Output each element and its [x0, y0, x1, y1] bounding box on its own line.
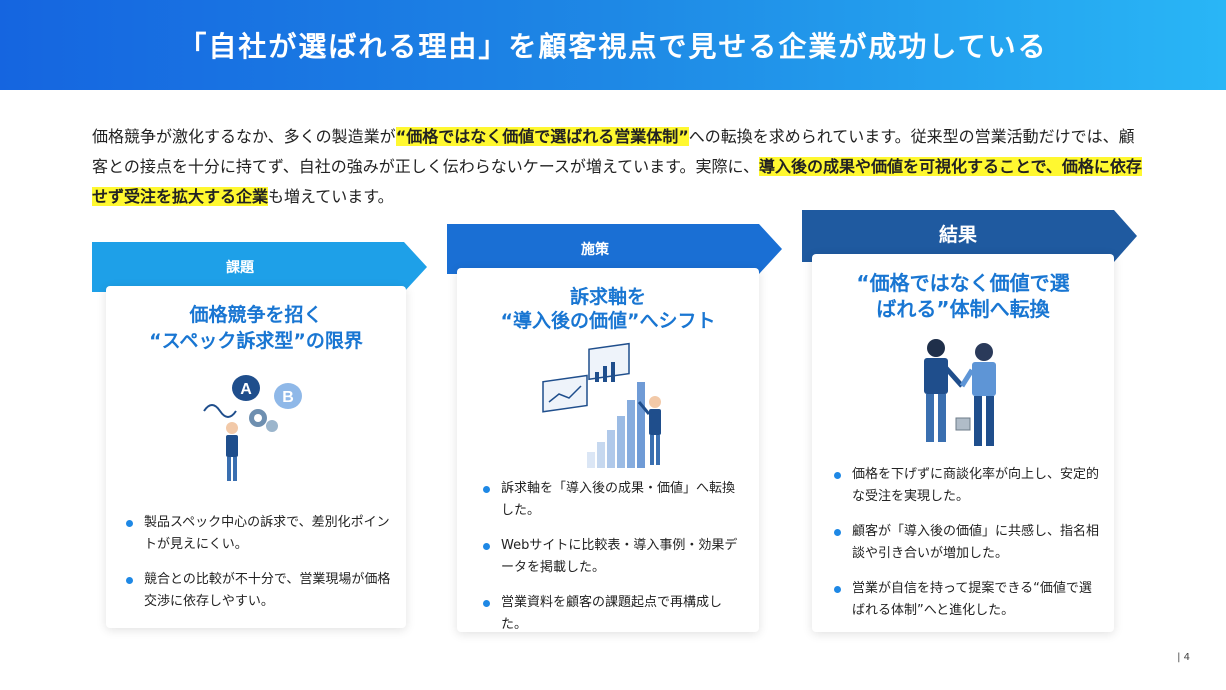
person-analyzing-charts-icon — [542, 342, 661, 468]
action-bullet-1: 訴求軸を「導入後の成果・価値」へ転換した。 — [483, 478, 745, 522]
page-title: 「自社が選ばれる理由」を顧客視点で見せる企業が成功している — [178, 30, 1048, 63]
svg-text:A: A — [240, 381, 252, 398]
action-tab-label: 施策 — [581, 242, 609, 258]
issue-title-line1: 価格競争を招く — [189, 304, 323, 326]
column-result: 結果 “価格ではなく価値で選 ばれる”体制へ転換 価格を下げずに商談化率が向上し… — [802, 210, 1137, 634]
result-bullet-2: 顧客が「導入後の価値」に共感し、指名相談や引き合いが増加した。 — [834, 521, 1104, 565]
action-title-line2: “導入後の価値”へシフト — [500, 310, 716, 332]
svg-text:B: B — [282, 389, 294, 406]
action-tab-arrow — [447, 224, 782, 274]
result-panel: “価格ではなく価値で選 ばれる”体制へ転換 価格を下げずに商談化率が向上し、安定… — [812, 254, 1114, 632]
issue-tab-arrow — [92, 242, 427, 292]
issue-bullets: 製品スペック中心の訴求で、差別化ポイントが見えにくい。 競合との比較が不十分で、… — [126, 512, 394, 626]
issue-panel: 価格競争を招く “スペック訴求型”の限界 A B 製品スペック中心の訴求で、差別… — [106, 286, 406, 628]
person-thinking-ab-gears-icon: A B — [203, 375, 302, 481]
column-issue: 課題 価格競争を招く “スペック訴求型”の限界 A B 製品スペック中心の訴求で… — [92, 242, 427, 637]
intro-paragraph: 価格競争が激化するなか、多くの製造業が“価格ではなく価値で選ばれる営業体制”への… — [92, 122, 1142, 212]
intro-text-2: への転換を求められています。従来型の営業活動だけでは、顧客との接点を十分に持てず… — [92, 127, 1135, 176]
page-number: | 4 — [1177, 652, 1190, 663]
result-tab-arrow — [802, 210, 1137, 262]
result-bullet-1: 価格を下げずに商談化率が向上し、安定的な受注を実現した。 — [834, 464, 1104, 508]
action-panel: 訴求軸を “導入後の価値”へシフト 訴求軸を「導入後の成果・価値」へ転換した。 … — [457, 268, 759, 632]
issue-tab-label: 課題 — [226, 260, 254, 276]
result-title-line1: “価格ではなく価値で選 — [856, 271, 1070, 295]
action-bullet-3: 営業資料を顧客の課題起点で再構成した。 — [483, 592, 745, 636]
intro-text-3: も増えています。 — [268, 187, 394, 206]
result-bullets: 価格を下げずに商談化率が向上し、安定的な受注を実現した。 顧客が「導入後の価値」… — [834, 464, 1104, 635]
action-bullet-2: Webサイトに比較表・導入事例・効果データを掲載した。 — [483, 535, 745, 579]
result-bullet-3: 営業が自信を持って提案できる“価値で選ばれる体制”へと進化した。 — [834, 578, 1104, 622]
intro-highlight-1: “価格ではなく価値で選ばれる営業体制” — [395, 127, 689, 146]
result-tab-label: 結果 — [938, 223, 977, 246]
column-action: 施策 訴求軸を “導入後の価値”へシフト 訴求軸を「導入後の成果・価値」へ転換し… — [447, 224, 782, 636]
issue-bullet-2: 競合との比較が不十分で、営業現場が価格交渉に依存しやすい。 — [126, 569, 394, 613]
action-bullets: 訴求軸を「導入後の成果・価値」へ転換した。 Webサイトに比較表・導入事例・効果… — [483, 478, 745, 649]
businessmen-handshake-icon — [924, 339, 996, 446]
issue-bullet-1: 製品スペック中心の訴求で、差別化ポイントが見えにくい。 — [126, 512, 394, 556]
action-title-line1: 訴求軸を — [569, 286, 646, 308]
intro-text-1: 価格競争が激化するなか、多くの製造業が — [92, 127, 396, 146]
header-banner: 「自社が選ばれる理由」を顧客視点で見せる企業が成功している — [0, 0, 1226, 90]
issue-title-line2: “スペック訴求型”の限界 — [149, 330, 363, 352]
result-title-line2: ばれる”体制へ転換 — [876, 297, 1050, 321]
